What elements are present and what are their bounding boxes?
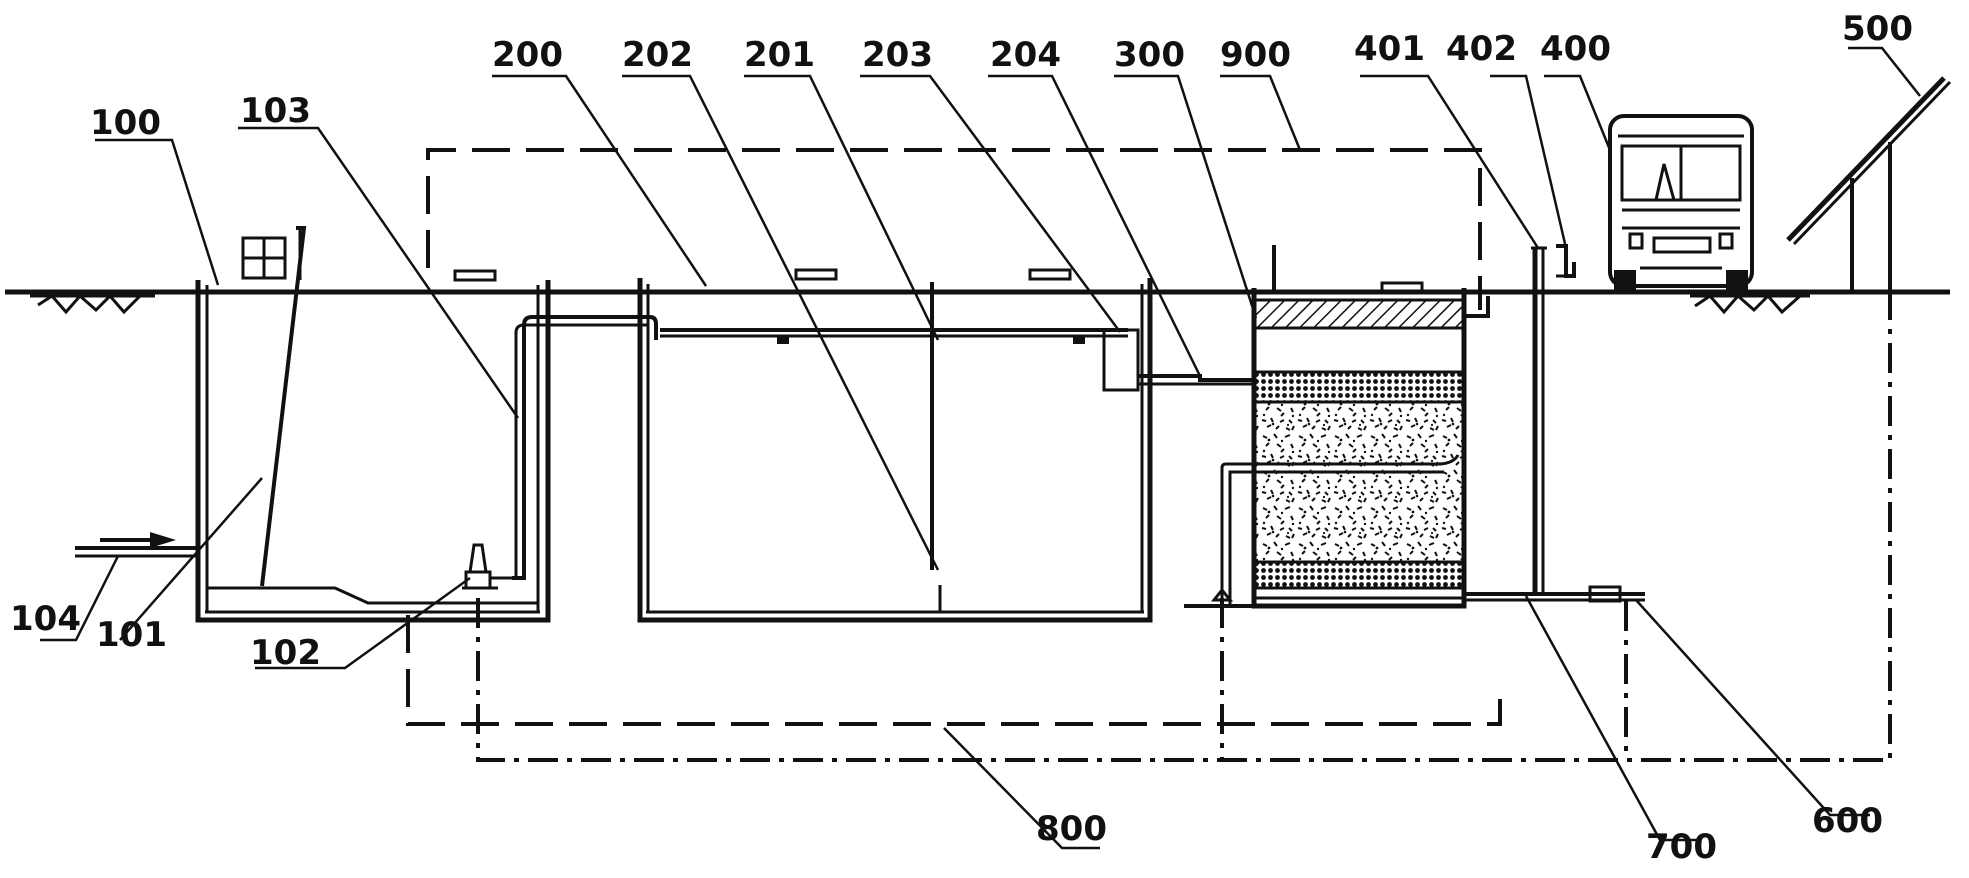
leader-lines	[40, 46, 1921, 850]
filter-lower-gravel	[1252, 560, 1466, 590]
effluent-line	[1464, 585, 1645, 603]
label-500: 500	[1842, 9, 1913, 49]
leader-101	[119, 477, 263, 641]
lift-riser-pipe	[512, 315, 658, 580]
manhole-cover-200a	[794, 268, 838, 281]
vehicle-400	[1608, 114, 1754, 292]
soil-symbol-left	[30, 293, 155, 315]
leader-300	[1114, 74, 1258, 319]
signal-line-800	[476, 292, 1892, 762]
leader-700	[1524, 595, 1700, 842]
label-700: 700	[1646, 827, 1717, 867]
vehicle-wheel-right	[1726, 270, 1748, 292]
leader-800	[943, 727, 1100, 850]
label-900: 900	[1220, 35, 1291, 75]
leader-202	[622, 74, 940, 571]
collection-tank	[195, 269, 551, 623]
leader-104	[40, 555, 120, 642]
leader-900	[1220, 74, 1302, 151]
label-200: 200	[492, 35, 563, 75]
label-204: 204	[990, 35, 1061, 75]
label-103: 103	[240, 91, 311, 131]
label-102: 102	[250, 633, 321, 673]
outlet-pipe	[1138, 374, 1252, 382]
nozzle-1	[777, 336, 789, 344]
manhole-cover-200b	[1028, 268, 1072, 281]
filter-media	[1252, 400, 1466, 564]
leader-100	[95, 138, 220, 286]
label-202: 202	[622, 35, 693, 75]
label-800: 800	[1036, 809, 1107, 849]
reference-labels: 100 101 102 103 104 200 201 202 203 204 …	[10, 9, 1913, 867]
leader-203	[860, 74, 1122, 333]
inlet-pipe	[75, 532, 198, 558]
leader-201	[744, 74, 940, 341]
bar-screen	[241, 226, 307, 587]
filter-top-layer	[1252, 298, 1466, 330]
filter-upper-gravel	[1252, 370, 1466, 404]
solar-panel	[1786, 76, 1952, 292]
outlet-weir-box	[1102, 328, 1140, 392]
label-201: 201	[744, 35, 815, 75]
label-402: 402	[1446, 29, 1517, 69]
leader-400	[1544, 74, 1612, 151]
label-101: 101	[96, 615, 167, 655]
air-supply-line-900	[426, 148, 1482, 310]
flow-meter	[1588, 585, 1622, 603]
soil-symbol-right	[1690, 293, 1810, 315]
leader-600	[1635, 599, 1870, 817]
vehicle-wheel-left	[1614, 270, 1636, 292]
manhole-cover-100	[453, 269, 497, 282]
filter-unit	[1184, 245, 1490, 609]
leader-200	[492, 74, 708, 287]
label-300: 300	[1114, 35, 1185, 75]
label-104: 104	[10, 599, 81, 639]
return-line-dashed	[406, 615, 1502, 726]
leader-102	[255, 576, 471, 670]
label-600: 600	[1812, 801, 1883, 841]
manhole-cover-300	[1380, 281, 1424, 294]
nozzle-2	[1073, 336, 1085, 344]
filter-distribution-pipe	[1220, 454, 1460, 606]
leader-204	[988, 74, 1202, 377]
label-100: 100	[90, 103, 161, 143]
label-401: 401	[1354, 29, 1425, 69]
label-203: 203	[862, 35, 933, 75]
leader-500	[1848, 46, 1921, 97]
leader-103	[238, 126, 520, 419]
treatment-tank	[637, 268, 1252, 623]
lift-pump	[462, 543, 515, 590]
label-400: 400	[1540, 29, 1611, 69]
leader-401	[1360, 74, 1540, 249]
leader-402	[1490, 74, 1568, 249]
outlet-column	[1531, 244, 1576, 594]
